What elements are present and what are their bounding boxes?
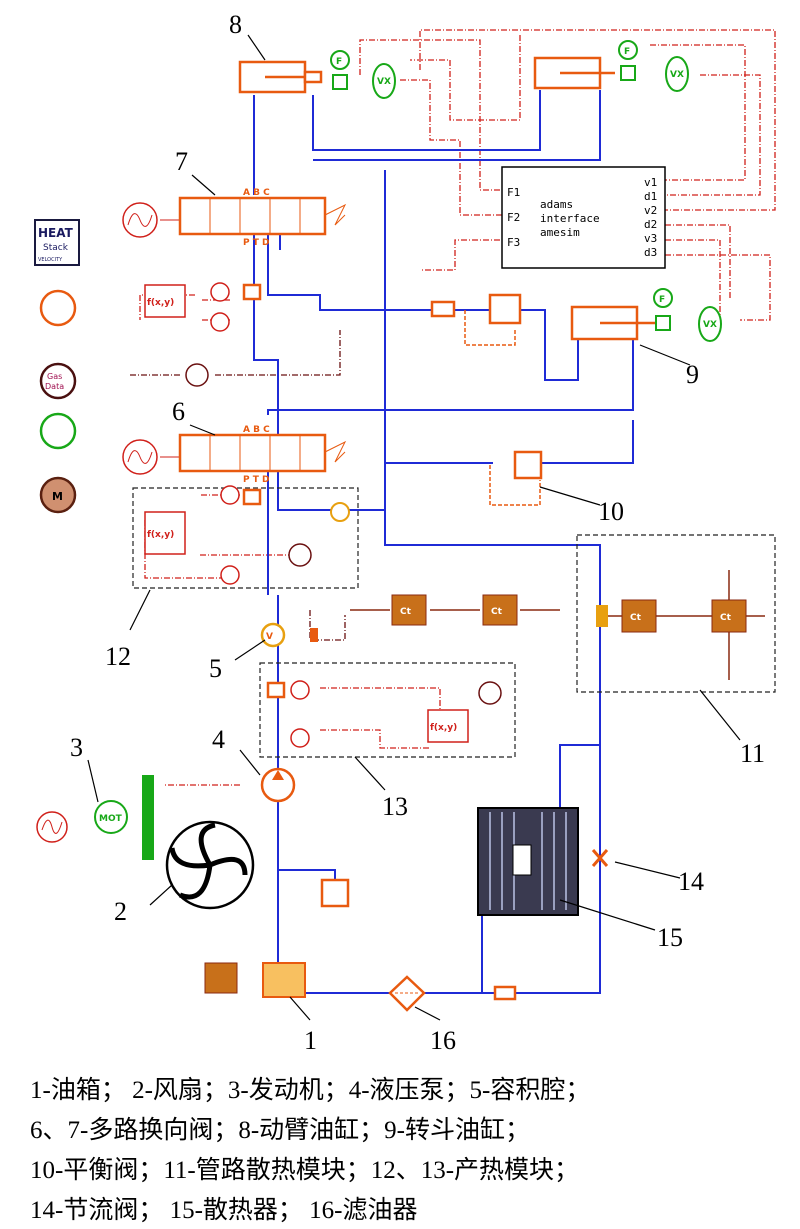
output-v1: v1	[644, 176, 657, 189]
thermal-pipe-chain[interactable]: Ct Ct	[350, 594, 560, 626]
volume-label: V	[266, 632, 273, 642]
input-f1: F1	[507, 186, 520, 199]
velocity-sensor-label: VX	[670, 70, 684, 80]
label-7: 7	[175, 147, 188, 176]
diagram-canvas: F VX F VX F VX F1 F2 F3 adams interface …	[34, 10, 776, 1055]
heat-stack-icon[interactable]: HEAT Stack VELOCITY	[34, 219, 80, 266]
input-f2: F2	[507, 211, 520, 224]
oil-tank-1[interactable]	[204, 962, 306, 998]
oil-filter-16[interactable]	[388, 975, 426, 1012]
output-d2: d2	[644, 218, 657, 231]
stack-text: Stack	[43, 243, 69, 253]
thermal-solid-icon[interactable]	[39, 289, 77, 327]
data-text: Data	[45, 382, 64, 391]
legend-line-1: 1-油箱； 2-风扇；3-发动机；4-液压泵；5-容积腔；	[30, 1077, 591, 1104]
velocity-sensor-label: VX	[703, 320, 717, 330]
component-numbers: 8 7 6 9 10 12 5 11 4 3 13 14 2 15 1 16	[70, 10, 765, 1055]
label-2: 2	[114, 897, 127, 926]
pipe-heat-dissipation-module-11[interactable]	[576, 534, 776, 693]
thermal-label: Ct	[720, 613, 732, 623]
heat-function-block-upper[interactable]: f(x,y)	[144, 282, 262, 387]
block-title-1: adams	[540, 198, 573, 211]
label-8: 8	[229, 10, 242, 39]
legend-line-3: 10-平衡阀；11-管路散热模块；12、13-产热模块；	[30, 1157, 580, 1184]
directional-valve-7[interactable]: A B C P T D	[122, 188, 347, 248]
heat-text: HEAT	[38, 226, 74, 240]
gas-text: Gas	[47, 372, 62, 381]
thermal-label: Ct	[630, 613, 642, 623]
function-label: f(x,y)	[430, 723, 457, 733]
label-14: 14	[678, 867, 704, 896]
label-9: 9	[686, 360, 699, 389]
block-title-3: amesim	[540, 226, 580, 239]
signal-lines	[130, 29, 776, 786]
engine-3[interactable]: MOT	[36, 775, 154, 860]
output-v3: v3	[644, 232, 657, 245]
thermal-chain-11: Ct Ct	[596, 570, 765, 680]
balance-valve-10[interactable]	[489, 450, 543, 506]
force-sensor-label: F	[624, 47, 630, 57]
fan-2[interactable]	[165, 820, 255, 910]
output-d3: d3	[644, 246, 657, 259]
directional-valve-6[interactable]: A B C P T D	[122, 425, 347, 485]
throttle-valve-14[interactable]	[591, 849, 609, 867]
label-3: 3	[70, 733, 83, 762]
relief-valve[interactable]	[320, 878, 350, 908]
label-11: 11	[740, 739, 765, 768]
m-text: M	[52, 490, 63, 503]
valve-port-labels-top: A B C	[243, 425, 270, 435]
velocity-text: VELOCITY	[38, 257, 63, 263]
label-1: 1	[304, 1026, 317, 1055]
output-d1: d1	[644, 190, 657, 203]
hydraulic-pump-4[interactable]	[260, 767, 296, 803]
adams-interface-block[interactable]: F1 F2 F3 adams interface amesim v1 d1 v2…	[501, 166, 666, 269]
thermal-label: Ct	[400, 607, 412, 617]
legend-line-4: 14-节流阀； 15-散热器； 16-滤油器	[30, 1197, 418, 1224]
function-label: f(x,y)	[147, 530, 174, 540]
label-6: 6	[172, 397, 185, 426]
pipe-heat-element	[493, 985, 517, 1001]
valve-port-labels-bottom: P T D	[243, 475, 269, 485]
valve-port-labels-bottom: P T D	[243, 238, 269, 248]
force-sensor-label: F	[336, 57, 342, 67]
leader-lines	[87, 34, 741, 1021]
velocity-sensor-label: VX	[377, 77, 391, 87]
output-v2: v2	[644, 204, 657, 217]
balance-valve-upper[interactable]	[430, 293, 522, 346]
function-label: f(x,y)	[147, 298, 174, 308]
apple-icon[interactable]	[39, 412, 77, 450]
legend-line-2: 6、7-多路换向阀；8-动臂油缸；9-转斗油缸；	[30, 1117, 530, 1144]
heat-generation-module-12[interactable]	[132, 487, 359, 589]
thermal-label: Ct	[491, 607, 503, 617]
valve-port-labels-top: A B C	[243, 188, 270, 198]
label-12: 12	[105, 642, 131, 671]
input-f3: F3	[507, 236, 520, 249]
motor-m-icon[interactable]: M	[39, 476, 77, 514]
label-4: 4	[212, 725, 225, 754]
heat-generation-module-13[interactable]	[259, 662, 516, 758]
label-15: 15	[657, 923, 683, 952]
gas-data-icon[interactable]: Gas Data	[39, 362, 77, 400]
boom-cylinder-8[interactable]: F VX	[238, 50, 396, 99]
radiator-15[interactable]	[477, 807, 579, 916]
cylinder-top-right[interactable]: F VX	[533, 40, 689, 92]
block-title-2: interface	[540, 212, 600, 225]
label-5: 5	[209, 654, 222, 683]
motor-label: MOT	[99, 814, 123, 824]
label-10: 10	[598, 497, 624, 526]
bucket-cylinder-9[interactable]: F VX	[570, 288, 722, 342]
label-16: 16	[430, 1026, 456, 1055]
force-sensor-label: F	[659, 295, 665, 305]
heat-function-block-12[interactable]: f(x,y)	[144, 485, 350, 585]
label-13: 13	[382, 792, 408, 821]
volume-chamber-5[interactable]: V	[260, 622, 318, 648]
heat-function-block-13[interactable]: f(x,y)	[266, 680, 502, 748]
